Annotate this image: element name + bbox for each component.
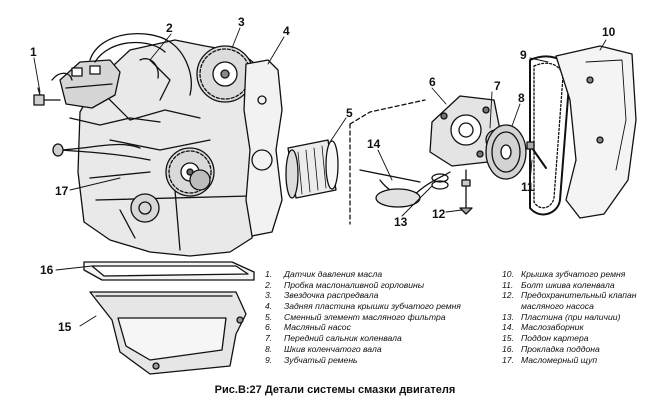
callout-16: 16 [40,263,54,277]
callout-1: 1 [30,45,37,59]
callout-7: 7 [494,79,501,93]
legend-right: 10.Крышка зубчатого ремня 11.Болт шкива … [502,269,668,365]
crank-pulley [485,124,527,180]
oil-pan [89,291,247,375]
legend-item: 4.Задняя пластина крышки зубчатого ремня [265,301,461,312]
callout-8: 8 [518,91,525,105]
callout-9: 9 [520,48,527,62]
callout-14: 14 [367,137,381,151]
callout-3: 3 [238,15,245,29]
callout-10: 10 [602,25,616,39]
callout-11: 11 [521,180,534,194]
callout-4: 4 [283,24,290,38]
callout-13: 13 [394,215,408,229]
legend-left: 1.Датчик давления масла 2.Пробка маслона… [265,269,490,365]
callout-17: 17 [55,184,69,198]
legend-item: 1.Датчик давления масла [265,269,383,279]
legend-item: 8.Шкив коленчатого вала [265,343,382,354]
legend-item: 17.Масломерный щуп [502,354,598,365]
callout-6: 6 [429,75,436,89]
legend-item: 5.Сменный элемент масляного фильтра [265,311,446,322]
pulley-bolt [526,141,547,169]
callout-2: 2 [166,21,173,35]
dipstick [52,143,151,161]
legend-item: 12.Предохранительный клапан [502,290,637,301]
cylinder-head [59,59,161,126]
timing-belt [529,55,571,216]
camshaft-sprocket [196,45,254,103]
legend-item: 7.Передний сальник коленвала [265,333,402,344]
oil-pump [429,95,501,167]
callout-12: 12 [432,207,446,221]
legend-item: 9.Зубчатый ремень [265,354,358,365]
water-pump-gear [165,147,215,197]
oil-pressure-sensor [33,87,61,106]
callout-5: 5 [346,106,353,120]
timing-cover [555,45,637,219]
oil-filter [285,139,339,199]
figure-caption: Рис.В:27 Детали системы смазки двигателя [214,384,456,396]
pan-gasket [83,261,255,281]
legend-item: 11.Болт шкива коленвала [502,279,615,290]
relief-valve [459,169,473,215]
legend-item: 16.Прокладка поддона [502,343,600,354]
legend-item: 15.Поддон картера [502,333,589,344]
leader-lines [33,27,607,327]
callout-15: 15 [58,320,72,334]
legend-item: 3.Звездочка распредвала [265,290,379,301]
legend-item: 10.Крышка зубчатого ремня [502,269,626,279]
legend-item: 2.Пробка маслоналивной горловины [265,279,425,290]
legend-item: 6.Масляный насос [265,322,351,333]
pump-group-bracket [349,99,426,225]
legend-item: 14.Маслозаборник [502,322,584,333]
legend-item: масляного насоса [521,301,594,312]
oil-pickup [359,169,451,208]
rear-timing-plate [243,59,283,237]
legend-item: 13.Пластина (при наличии) [502,311,621,322]
